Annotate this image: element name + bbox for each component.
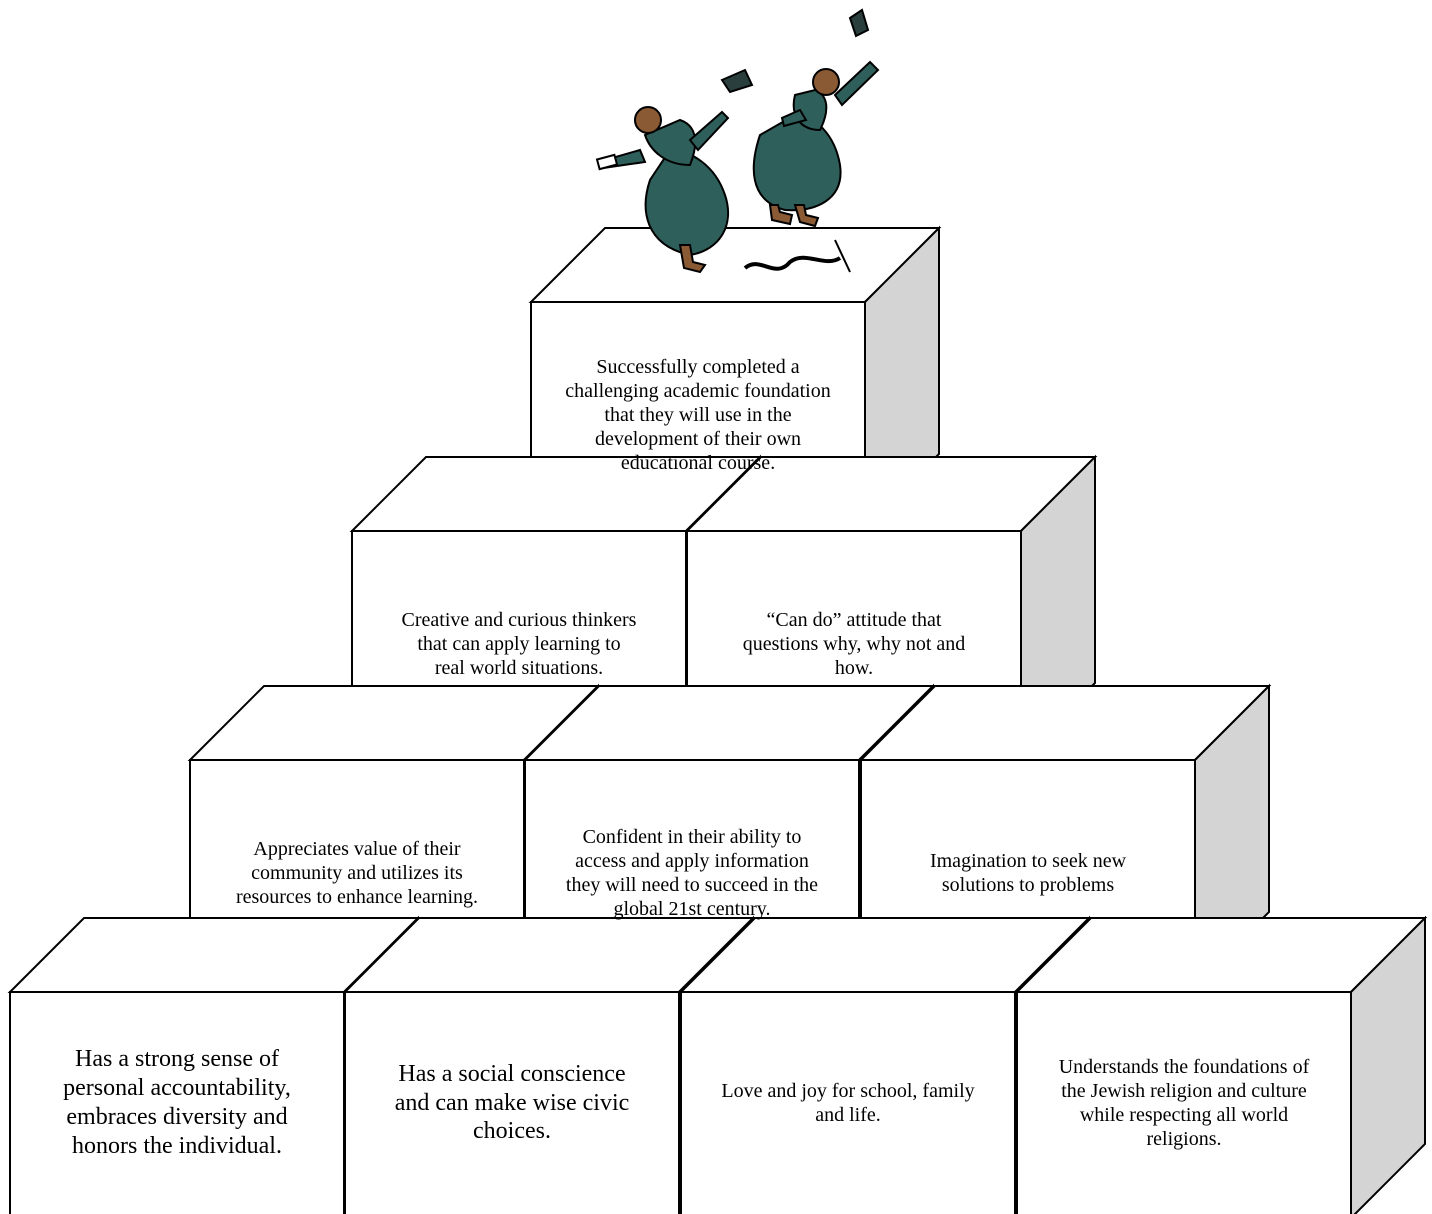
block-front-face <box>1016 991 1352 1214</box>
block-front-face <box>344 991 680 1214</box>
graduates-celebrating-icon <box>595 8 880 274</box>
motion-line <box>834 239 851 273</box>
graduate-left-arm <box>688 110 730 152</box>
diploma-icon <box>595 153 619 171</box>
block-text: Has a strong sense of personal accountab… <box>63 1046 291 1159</box>
graduate-left-gown <box>644 148 730 257</box>
graduate-right-head <box>812 68 840 96</box>
block-front-face <box>9 991 345 1214</box>
block-community-value-label: Appreciates value of their community and… <box>222 760 492 986</box>
graduate-right-gown <box>752 113 842 212</box>
block-text: Love and joy for school, family and life… <box>721 1080 975 1126</box>
block-social-conscience-label: Has a social conscience and can make wis… <box>377 992 647 1214</box>
block-text: Creative and curious thinkers that can a… <box>401 609 637 679</box>
graduate-right-leg <box>768 204 794 226</box>
block-jewish-foundations-label: Understands the foundations of the Jewis… <box>1049 992 1319 1214</box>
block-text: Successfully completed a challenging aca… <box>565 356 831 474</box>
block-jewish-foundations <box>1014 915 1428 1214</box>
graduate-left-torso <box>643 118 697 167</box>
block-confident-access-label: Confident in their ability to access and… <box>557 760 827 986</box>
block-text: Appreciates value of their community and… <box>235 838 479 908</box>
block-text: Imagination to seek new solutions to pro… <box>929 850 1127 896</box>
block-text: Has a social conscience and can make wis… <box>394 1060 630 1145</box>
mortarboard-icon-2 <box>848 8 870 38</box>
block-front-face <box>680 991 1016 1214</box>
mortarboard-icon <box>720 68 754 94</box>
block-text: “Can do” attitude that questions why, wh… <box>742 609 966 679</box>
graduate-left-head <box>634 106 662 134</box>
block-text: Understands the foundations of the Jewis… <box>1058 1056 1310 1150</box>
shadow-scribble <box>743 255 842 271</box>
graduate-right-arm <box>833 60 880 107</box>
graduate-right-arm2 <box>780 108 808 128</box>
block-creative-thinkers-label: Creative and curious thinkers that can a… <box>394 531 644 757</box>
block-accountability-label: Has a strong sense of personal accountab… <box>42 992 312 1214</box>
block-academic-foundation-label: Successfully completed a challenging aca… <box>548 302 848 528</box>
graduate-right-leg2 <box>793 204 820 228</box>
block-love-and-joy-label: Love and joy for school, family and life… <box>713 992 983 1214</box>
block-text: Confident in their ability to access and… <box>565 826 819 920</box>
graduate-left-leg <box>678 244 707 274</box>
block-imagination-label: Imagination to seek new solutions to pro… <box>893 760 1163 986</box>
block-can-do-attitude-label: “Can do” attitude that questions why, wh… <box>729 531 979 757</box>
